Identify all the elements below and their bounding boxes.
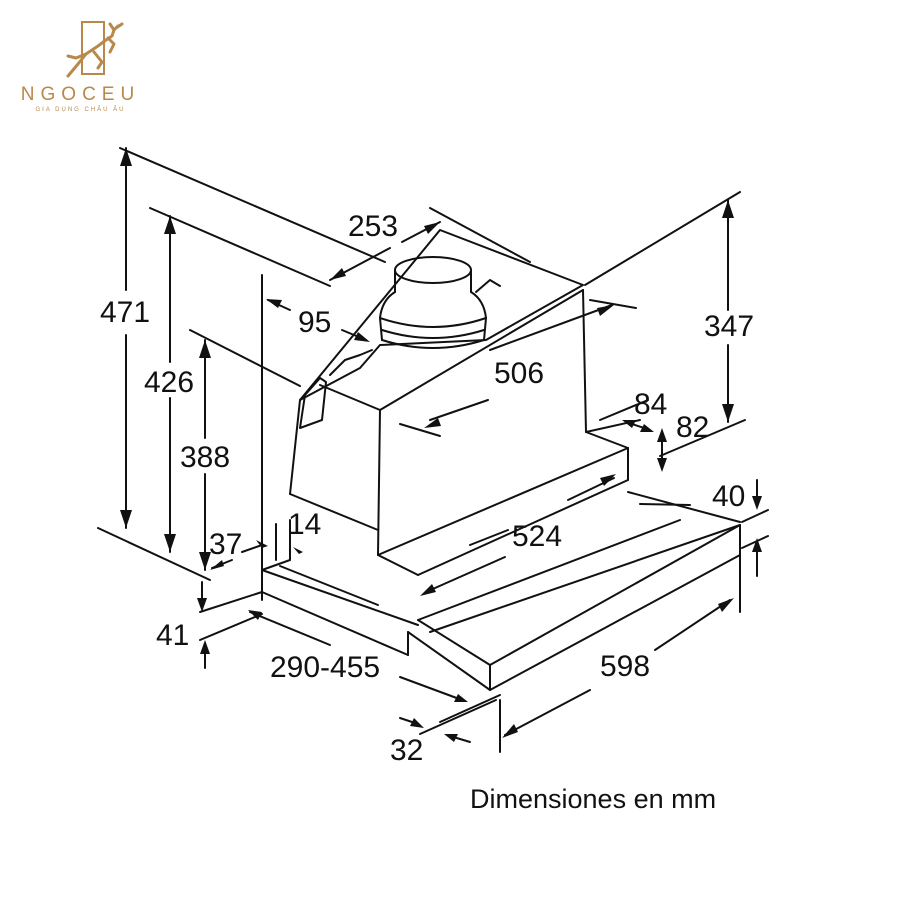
dim-347: 347: [704, 310, 754, 343]
dim-82: 82: [676, 411, 709, 444]
leaping-deer-icon: [66, 21, 124, 78]
dim-37: 37: [209, 528, 242, 561]
dim-84: 84: [634, 388, 667, 421]
dim-41: 41: [156, 619, 189, 652]
dim-426: 426: [144, 366, 194, 399]
dim-598: 598: [600, 650, 650, 683]
dim-40: 40: [712, 480, 745, 513]
brand-name: NGOCEU: [20, 84, 141, 105]
dim-32: 32: [390, 734, 423, 767]
dim-95: 95: [298, 306, 331, 339]
brand-logo: NGOCEU GIA DỤNG CHÂU ÂU: [18, 18, 143, 118]
dim-506: 506: [494, 357, 544, 390]
dim-253: 253: [348, 210, 398, 243]
dim-290-455: 290-455: [270, 651, 380, 684]
dim-524: 524: [512, 520, 562, 553]
dim-388: 388: [180, 441, 230, 474]
brand-tagline: GIA DỤNG CHÂU ÂU: [35, 107, 126, 113]
diagram-caption: Dimensiones en mm: [470, 784, 717, 814]
dim-471: 471: [100, 296, 150, 329]
dim-14: 14: [288, 508, 321, 541]
